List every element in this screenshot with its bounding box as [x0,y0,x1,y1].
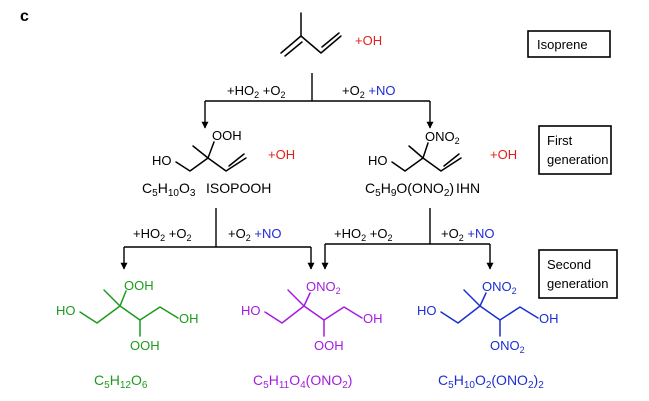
o2-no-label-left: +O2 +NO [228,226,281,243]
ihn-name: IHN [456,180,480,196]
isopooh-formula: C5H10O3 [142,180,196,199]
oh-reagent-isopooh: +OH [268,147,295,162]
ihn-formula: C5H9O(ONO2) [365,180,454,199]
blue-oh: OH [539,311,559,326]
ihn-ho-group: HO [368,153,388,168]
first-generation-line2: generation [547,152,608,167]
blue-ono2-bottom: ONO2 [490,338,525,355]
purple-formula: C5H11O4(ONO2) [253,372,352,391]
flow-arrows-top [201,73,434,129]
purple-ono2: ONO2 [306,279,341,296]
second-generation-line2: generation [547,276,608,291]
green-ooh-bottom: OOH [130,338,160,353]
blue-formula: C5H10O2(ONO2)2 [438,372,544,391]
oh-reagent-ihn: +OH [490,147,517,162]
oh-reagent-isoprene: +OH [355,33,382,48]
green-formula: C5H12O6 [94,372,148,391]
purple-product-structure [264,289,363,337]
ihn-ono2-group: ONO2 [425,129,460,146]
purple-ooh: OOH [314,338,344,353]
green-ho: HO [56,303,76,318]
ihn-structure [391,142,462,172]
o2-no-label-right: +O2 +NO [441,226,494,243]
o2-no-label-top: +O2 +NO [342,83,395,100]
panel-label: c [20,8,29,25]
purple-oh: OH [363,311,383,326]
isopooh-ho-group: HO [152,153,172,168]
green-product-structure [79,289,179,337]
second-generation-line1: Second [547,257,591,272]
ho2-o2-label-left: +HO2 +O2 [133,226,191,243]
isoprene-box: Isoprene [527,30,611,58]
isoprene-box-label: Isoprene [537,37,588,52]
isopooh-structure [175,141,247,172]
isopooh-ooh-group: OOH [212,128,242,143]
isoprene-structure [280,12,342,57]
purple-ho: HO [241,303,261,318]
first-generation-box: First generation [538,125,612,175]
green-ooh-top: OOH [124,278,154,293]
ho2-o2-label-top: +HO2 +O2 [227,83,285,100]
ho2-o2-label-right: +HO2 +O2 [334,226,392,243]
blue-ono2-top: ONO2 [482,279,517,296]
blue-product-structure [440,289,539,337]
first-generation-line1: First [547,133,573,148]
isopooh-name: ISOPOOH [206,180,271,196]
green-oh: OH [179,311,199,326]
flow-arrows-bottom [120,208,494,270]
blue-ho: HO [417,303,437,318]
second-generation-box: Second generation [538,249,618,299]
